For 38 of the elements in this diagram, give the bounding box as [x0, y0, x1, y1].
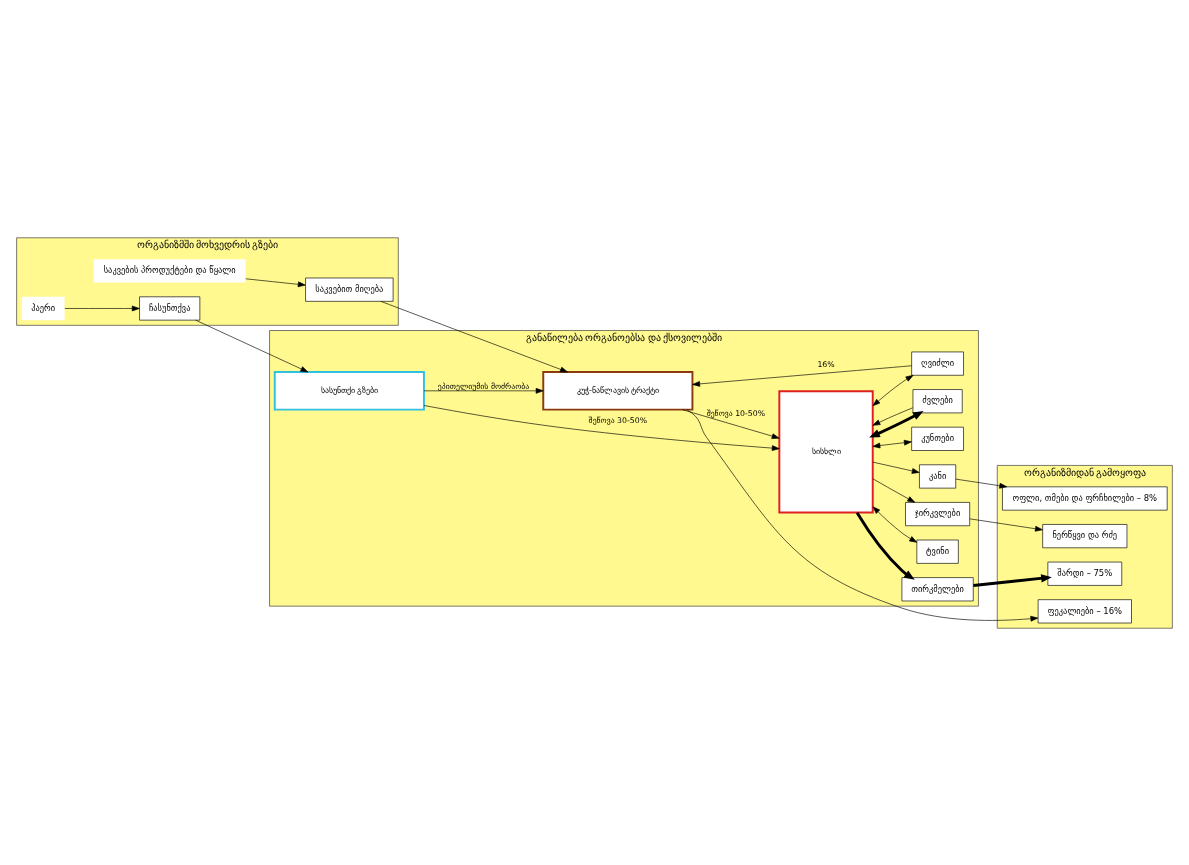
arrow [195, 319, 309, 372]
node-box: კუჭ-ნაწლავის ტრაქტი [542, 370, 694, 411]
arrow [872, 407, 913, 426]
node-box: კუნთები [911, 426, 964, 451]
arrow [380, 300, 568, 372]
arrow [872, 461, 920, 474]
node-box: საკვებით მიღება [305, 277, 394, 302]
arrow [855, 511, 915, 580]
node-box: კანი [919, 463, 957, 488]
arrow [869, 410, 924, 438]
arrow [872, 478, 916, 503]
node-box: ჰაერი [21, 296, 65, 320]
arrow [692, 364, 912, 387]
arrow [686, 408, 1039, 621]
arrow [973, 573, 1052, 587]
node-box: ღვიძლი [911, 351, 964, 376]
arrow [872, 439, 912, 448]
node-box: სასუნთქი გზები [273, 370, 425, 411]
node-box: ფეკალიები – 16% [1037, 598, 1132, 623]
arrow [872, 374, 914, 406]
arrow [423, 387, 544, 394]
arrow [682, 408, 780, 439]
node-box: ძვლები [912, 388, 963, 413]
node-box: შარდი – 75% [1047, 561, 1123, 586]
arrow [64, 305, 140, 311]
node-box: ოფლი, თმები და ფრჩხილები – 8% [1002, 486, 1168, 510]
arrow [872, 505, 918, 543]
node-box: ჯირკვლები [905, 501, 970, 526]
arrow [969, 518, 1043, 532]
node-box: სისხლი [778, 389, 874, 513]
node-box: ტვინი [916, 539, 959, 564]
node-box: თირკმელები [901, 576, 974, 601]
node-box: ნერწყვი და რძე [1042, 523, 1128, 548]
arrow [245, 278, 306, 287]
arrow [955, 478, 1008, 489]
arrow [423, 404, 780, 451]
node-box: საკვების პროდუქტები და წყალი [93, 258, 246, 283]
node-box: ჩასუნთქვა [139, 295, 201, 320]
